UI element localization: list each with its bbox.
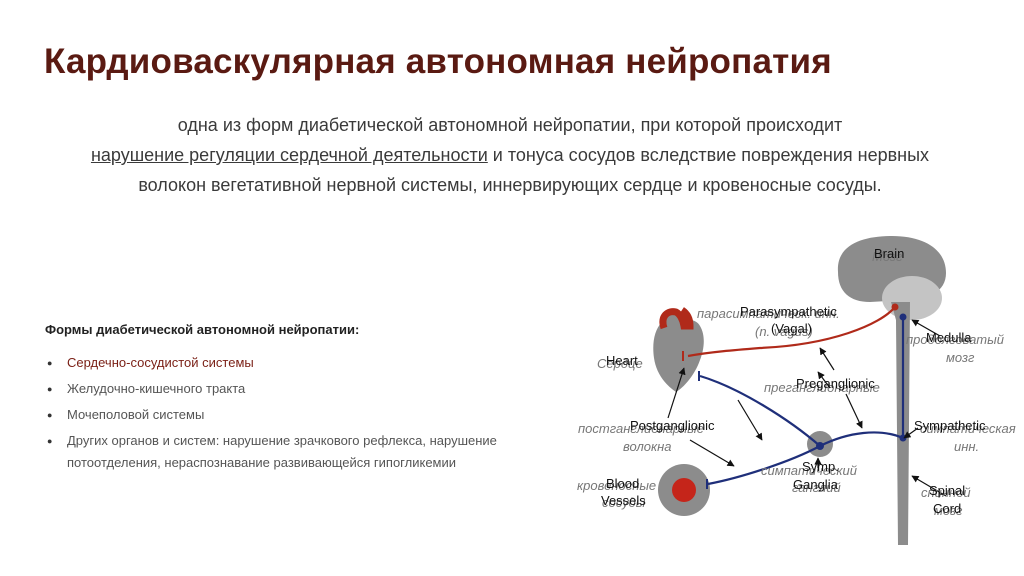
cord-label: Spinal [929,483,965,498]
forms-heading: Формы диабетической автономной нейропати… [45,322,360,337]
arrow-parasym [819,347,835,371]
arrow-spinal-cord [911,475,947,497]
arrow-pregang-top [817,371,831,389]
ganglia-label-ru: симпатический [761,463,857,478]
vessels-label-2: Vessels [601,493,646,508]
list-item: Мочеполовой системы [47,404,497,426]
cord-label-2: Cord [933,501,961,516]
parasym-label-ru-2: (n. vagus) [755,324,813,339]
list-item: Сердечно-сосудистой системы [47,352,497,374]
brain-label-ru: Мозг [872,249,903,264]
medulla-label: Medulla [926,330,972,345]
parasym-label-2: (Vagal) [771,321,812,336]
page-title: Кардиоваскулярная автономная нейропатия [44,42,832,81]
ganglia-label-ru-2: ганглий [792,480,841,495]
sympathetic-label: Sympathetic [914,418,986,433]
vessels-label: Blood [606,476,639,491]
heart-shape [653,308,704,392]
intro-text-end: и тонуса сосудов вследствие повреждения … [138,145,930,195]
parasym-label-ru: парасимпатическ. инн. [697,306,840,321]
ganglia-label: Symp. [802,459,839,474]
arrow-postgang-up [667,367,686,419]
medulla-shape [882,276,942,320]
postganglionic-fiber-heart [699,374,821,447]
arrow-postgang-right [737,399,763,441]
postganglionic-fiber-vessel [707,445,821,486]
pregang-label-ru: преганглионарные [764,380,880,395]
preganglionic-fiber [819,431,904,447]
cord-label-ru-2: мозг [934,503,963,518]
heart-label: Heart [606,353,638,368]
vessels-label-ru: кровеносные [577,478,656,493]
pregang-label: Preganglionic [796,376,875,391]
postgang-label-ru: постганглионарные [578,421,704,436]
forms-list: Сердечно-сосудистой системы Желудочно-ки… [47,352,497,478]
heart-aorta-shape [659,307,694,330]
sympathetic-origin-top [899,313,907,321]
spinal-cord-shape [891,302,910,545]
intro-text-start: одна из форм диабетической автономной не… [177,115,843,135]
medulla-label-ru: продолговатый [906,332,1004,347]
cord-label-ru: спинной [921,485,971,500]
sympathetic-label-ru: симпатическая [920,421,1016,436]
sympathetic-label-ru-2: инн. [954,439,979,454]
autonomic-diagram: Мозг Brain продолговатый мозг Medulla па… [577,236,1016,545]
brain-label: Brain [874,246,904,261]
arrow-sympathetic [903,427,919,439]
heart-label-ru: Сердце [597,356,643,371]
blood-vessel-lumen [672,478,696,502]
intro-paragraph: одна из форм диабетической автономной не… [90,110,930,200]
list-item: Других органов и систем: нарушение зрачк… [47,430,497,474]
parasympathetic-origin [891,303,899,311]
intro-underlined-phrase: нарушение регуляции сердечной деятельнос… [90,145,488,165]
parasym-label: Parasympathetic [740,304,837,319]
medulla-label-ru-2: мозг [946,350,975,365]
vessels-label-ru-2: сосуды [602,495,646,510]
list-item: Желудочно-кишечного тракта [47,378,497,400]
arrow-pregang-bottom [845,393,863,429]
ganglia-label-2: Ganglia [793,477,839,492]
postgang-label: Postganglionic [630,418,715,433]
arrow-postgang-down [689,439,735,467]
postgang-label-ru-2: волокна [623,439,672,454]
arrow-medulla [911,319,941,337]
parasympathetic-fiber [687,306,896,358]
